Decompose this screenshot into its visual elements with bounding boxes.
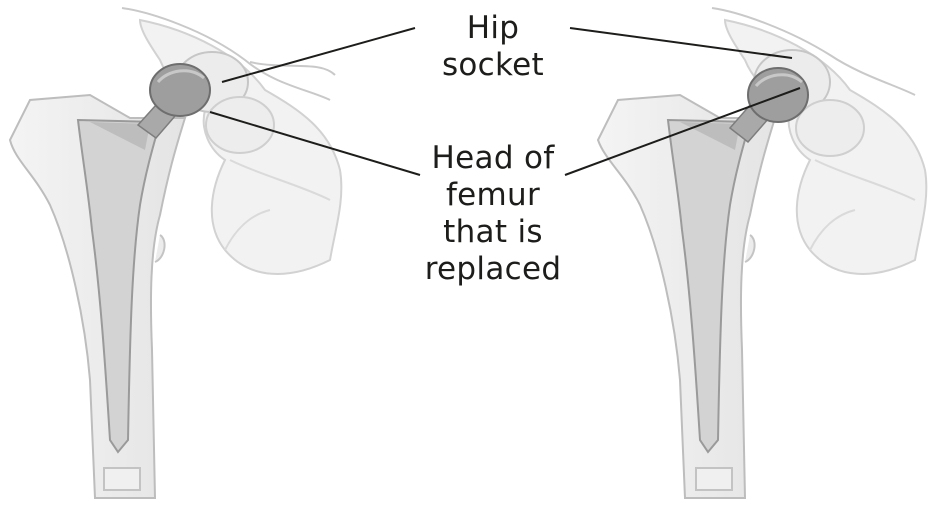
right-femur-plug <box>696 468 732 490</box>
left-hip-illustration <box>10 8 341 498</box>
label-femur-head-line-4: replaced <box>400 251 586 288</box>
leader-hip-socket-left <box>222 28 415 82</box>
label-femur-head-line-1: Head of <box>400 140 586 177</box>
label-hip-socket: Hip socket <box>418 10 568 84</box>
label-hip-socket-line-2: socket <box>418 47 568 84</box>
label-femur-head-line-3: that is <box>400 214 586 251</box>
right-hip-illustration <box>598 8 926 498</box>
label-femur-head: Head of femur that is replaced <box>400 140 586 288</box>
label-femur-head-line-2: femur <box>400 177 586 214</box>
left-femur-plug <box>104 468 140 490</box>
label-hip-socket-line-1: Hip <box>418 10 568 47</box>
